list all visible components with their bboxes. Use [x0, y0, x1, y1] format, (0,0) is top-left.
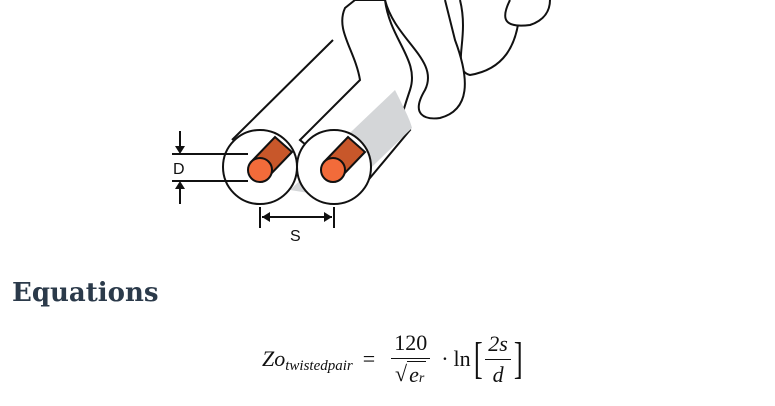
eq-lhs-subscript: twistedpair: [285, 357, 353, 374]
eq-bracket-close: ]: [513, 334, 523, 383]
eq-bracket-open: [: [473, 334, 483, 383]
eq-inner-denominator: d: [492, 361, 504, 387]
strand-twist-4: [504, 0, 551, 27]
eq-equals: =: [362, 346, 376, 371]
conductor-1-core-face: [247, 157, 273, 183]
strand-twist-2: [384, 0, 466, 120]
strand-back-edge: [231, 39, 334, 141]
eq-er: e: [409, 362, 419, 387]
eq-dot: ·: [441, 346, 449, 371]
eq-ln: ln: [453, 346, 471, 371]
arrowhead: [175, 146, 185, 154]
arrowhead: [175, 181, 185, 189]
eq-numerator: 120: [391, 330, 431, 359]
impedance-equation: Zo twistedpair = 120 √ er · ln [ 2s d ]: [262, 330, 526, 388]
eq-er-sub: r: [418, 371, 425, 386]
eq-lhs: Zo: [262, 346, 286, 371]
label-diameter: D: [173, 161, 185, 178]
conductor-2-core-face: [320, 157, 346, 183]
section-heading: Equations: [12, 278, 159, 308]
eq-fraction: 120 √ er: [391, 330, 431, 388]
eq-inner-fraction: 2s d: [485, 331, 511, 388]
sqrt-symbol: √: [395, 361, 408, 386]
twisted-pair-diagram: D S: [172, 0, 551, 245]
label-spacing: S: [290, 228, 301, 245]
arrowhead: [262, 212, 270, 222]
eq-denominator: √ er: [395, 359, 427, 388]
arrowhead: [324, 212, 332, 222]
eq-inner-numerator: 2s: [485, 331, 511, 360]
